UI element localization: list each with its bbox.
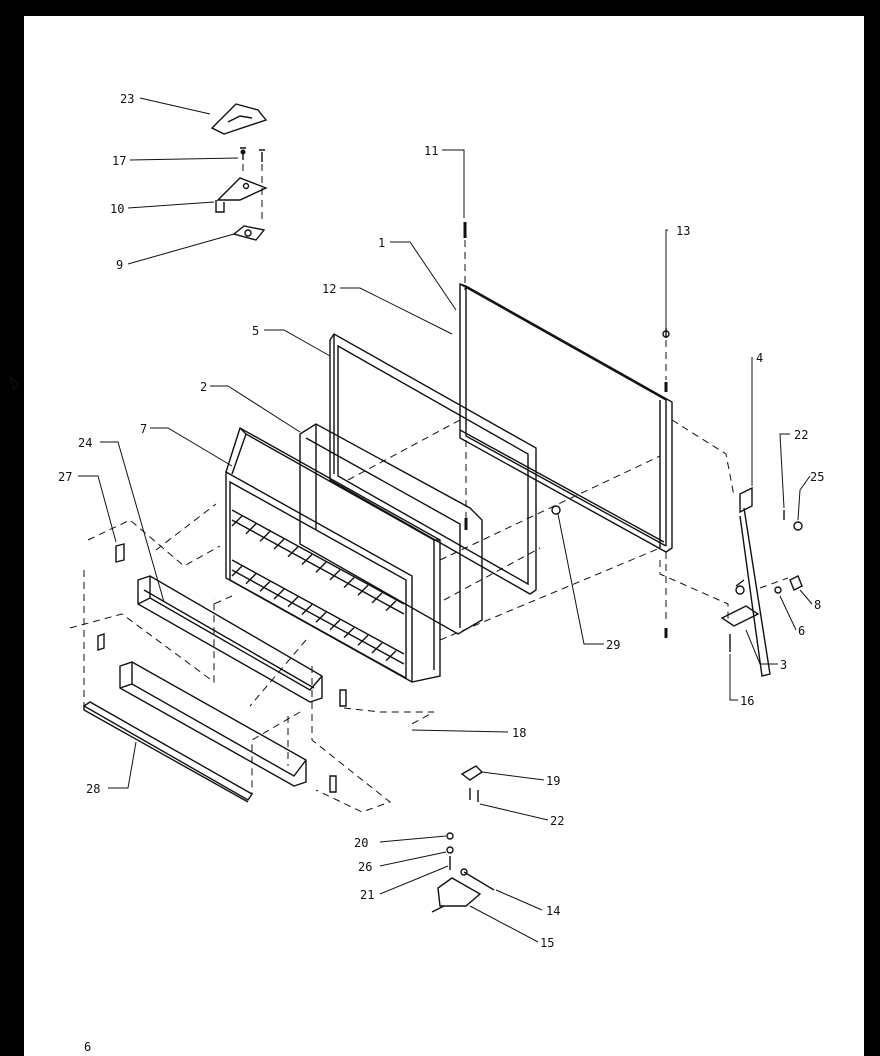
part-14-rod (460, 868, 495, 891)
shelf-rib (245, 573, 257, 585)
part-clip-left (97, 633, 105, 651)
part-19-bracket (460, 765, 484, 781)
shelf-rib (259, 580, 271, 592)
callout-2: 2 (200, 380, 207, 394)
callout-labels: 23 17 10 9 11 1 13 12 5 4 2 7 24 27 22 2… (58, 92, 824, 950)
shelf-rib (301, 604, 313, 615)
callout-9: 9 (116, 258, 123, 272)
shelf-rib (273, 588, 285, 600)
page-number: 6 (84, 1040, 92, 1054)
callout-3: 3 (780, 658, 787, 672)
callout-13: 13 (676, 224, 690, 238)
part-15-lower-hinge (431, 877, 482, 913)
shelf-rib (385, 600, 397, 612)
callout-22-lower: 22 (550, 814, 564, 828)
callout-23: 23 (120, 92, 134, 106)
part-2-door-liner (299, 423, 483, 635)
callout-1: 1 (378, 236, 385, 250)
shelf-rib (273, 538, 285, 550)
part-3-hinge (720, 579, 760, 627)
part-28-handle-trim (82, 701, 253, 803)
shelf-rib (371, 642, 383, 654)
callout-19: 19 (546, 774, 560, 788)
callout-11: 11 (424, 144, 438, 158)
part-shelf-bar-lower (119, 661, 307, 787)
callout-24: 24 (78, 436, 92, 450)
callout-25: 25 (810, 470, 824, 484)
part-23-hinge-cover (210, 103, 268, 135)
shelf-rib (315, 611, 327, 623)
callout-18: 18 (512, 726, 526, 740)
part-26-spacer (446, 846, 454, 854)
shelf-rib (315, 561, 327, 573)
callout-16: 16 (740, 694, 754, 708)
part-9-hinge-shim (232, 225, 266, 241)
callout-22-right: 22 (794, 428, 808, 442)
part-17-screws (240, 147, 265, 162)
part-25-nut (793, 521, 803, 531)
part-clip-right (329, 775, 337, 793)
part-24-shelf-bar (137, 575, 323, 703)
scan-mark (8, 374, 19, 392)
shelf-rib (385, 650, 397, 662)
callout-14: 14 (546, 904, 560, 918)
shelf-rib (259, 530, 271, 542)
callout-26: 26 (358, 860, 372, 874)
callout-6: 6 (798, 624, 805, 638)
callout-4: 4 (756, 351, 763, 365)
shelf-rib (287, 596, 299, 608)
part-1-door-panel (459, 283, 673, 553)
callout-7: 7 (140, 422, 147, 436)
shelf-rib (329, 569, 341, 581)
callout-28: 28 (86, 782, 100, 796)
shelf-rib (301, 554, 313, 565)
shelf-rib (287, 546, 299, 558)
callout-17: 17 (112, 154, 126, 168)
callout-29: 29 (606, 638, 620, 652)
callout-5: 5 (252, 324, 259, 338)
part-7-shelf-ribs (231, 515, 397, 662)
callout-20: 20 (354, 836, 368, 850)
shelf-rib (231, 515, 243, 527)
part-8-clip (789, 575, 803, 591)
shelf-rib (357, 584, 369, 596)
leader-lines (78, 97, 813, 943)
part-5-door-gasket (329, 333, 537, 595)
part-10-hinge (215, 177, 268, 213)
part-20-washer (446, 832, 454, 840)
callout-8: 8 (814, 598, 821, 612)
callout-15: 15 (540, 936, 554, 950)
callout-27: 27 (58, 470, 72, 484)
shelf-rib (245, 523, 257, 535)
shelf-rib (343, 577, 355, 589)
shelf-rib (357, 634, 369, 646)
shelf-rib (231, 565, 243, 577)
part-29-plug (551, 505, 561, 515)
part-6-bushing (774, 586, 782, 594)
shelf-rib (343, 627, 355, 639)
part-27-clip (115, 543, 125, 563)
part-22-screws-lower (469, 788, 479, 802)
part-7-inner-door-shelf-liner (225, 426, 441, 683)
callout-21: 21 (360, 888, 374, 902)
part-24-clip (339, 689, 347, 707)
callout-12: 12 (322, 282, 336, 296)
part-4-hinge-bracket (739, 486, 771, 677)
shelf-rib (329, 619, 341, 631)
shelf-rib (371, 592, 383, 604)
alignment-lines (69, 419, 735, 813)
callout-10: 10 (110, 202, 124, 216)
